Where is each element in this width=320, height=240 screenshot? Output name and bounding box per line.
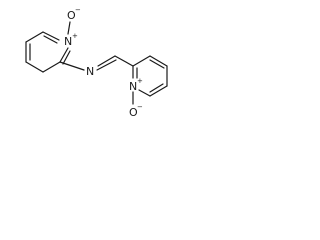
bond [96, 59, 117, 71]
atom-charge: + [137, 77, 143, 85]
bond [42, 31, 60, 41]
bond [59, 61, 85, 71]
atom-n-left: N + [64, 32, 78, 48]
atom-o-left: O − [67, 6, 81, 22]
atom-charge: + [72, 32, 78, 40]
right-pyridine-ring [132, 55, 168, 105]
atom-n-right: N + [129, 77, 143, 93]
atom-label-n: N [86, 65, 94, 78]
atom-n-imine: N [86, 65, 94, 78]
bond [62, 50, 71, 65]
atom-label-o: O [129, 106, 138, 119]
atom-label-n: N [64, 35, 72, 48]
bond [25, 61, 44, 73]
atom-charge: − [137, 103, 143, 111]
atom-charge: − [75, 6, 81, 14]
atom-label-o: O [67, 9, 76, 22]
bond [149, 85, 168, 97]
bond [43, 35, 58, 44]
bond [25, 31, 44, 43]
atom-o-right: O − [129, 103, 143, 119]
bond [59, 47, 69, 63]
bond [132, 55, 151, 67]
bond [149, 59, 165, 69]
bond [114, 55, 134, 67]
molecule-structure: N + O − N N + O − [25, 6, 168, 119]
structure-canvas: N + O − N N + O − [0, 0, 204, 125]
bond [97, 55, 116, 67]
imine-linker [59, 55, 134, 71]
bond [42, 61, 61, 73]
atom-label-n: N [129, 80, 137, 93]
bond [149, 83, 164, 93]
left-pyridine-ring [25, 21, 71, 73]
bond [149, 55, 168, 67]
bond [67, 21, 71, 35]
bond [138, 89, 151, 97]
